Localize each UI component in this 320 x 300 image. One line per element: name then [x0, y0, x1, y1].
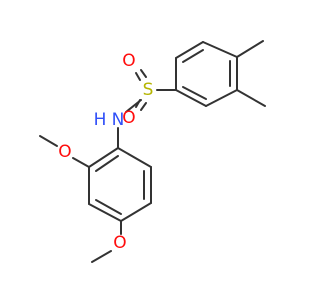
bond — [95, 199, 122, 215]
oxygen-atom-lower: O — [122, 108, 135, 128]
bond — [175, 89, 207, 107]
bond — [117, 147, 152, 168]
bond — [140, 102, 147, 111]
bond — [91, 250, 112, 263]
oxygen-label: O — [122, 108, 135, 128]
bond — [236, 89, 266, 107]
oxygen-label: O — [58, 142, 71, 162]
nitrogen-label: N — [112, 110, 125, 130]
bond — [125, 99, 142, 113]
bond — [72, 157, 90, 168]
sulfur-atom: S — [143, 80, 154, 100]
bond — [88, 203, 122, 222]
hydrogen-label: H — [94, 110, 107, 130]
bond — [140, 69, 147, 78]
oxygen-atom-methoxy-para: O — [113, 233, 126, 253]
bond — [120, 202, 152, 222]
bond — [202, 41, 238, 58]
oxygen-label: O — [113, 233, 126, 253]
bond — [182, 49, 204, 63]
bond — [175, 41, 204, 59]
oxygen-atom-upper: O — [122, 51, 135, 71]
nitrogen-atom: N H — [94, 110, 125, 130]
bond — [39, 135, 58, 147]
bond — [182, 86, 207, 100]
oxygen-label: O — [122, 51, 135, 71]
bond — [236, 40, 264, 58]
oxygen-atom-methoxy-ortho: O — [58, 142, 71, 162]
bond — [135, 72, 141, 81]
bond-group — [39, 40, 266, 263]
sulfur-label: S — [143, 80, 154, 100]
bond — [88, 147, 119, 168]
atom-labels: S O O N H O O — [58, 51, 153, 253]
bond — [205, 89, 238, 107]
molecule-structure: S O O N H O O — [39, 40, 266, 263]
bond — [95, 155, 119, 172]
